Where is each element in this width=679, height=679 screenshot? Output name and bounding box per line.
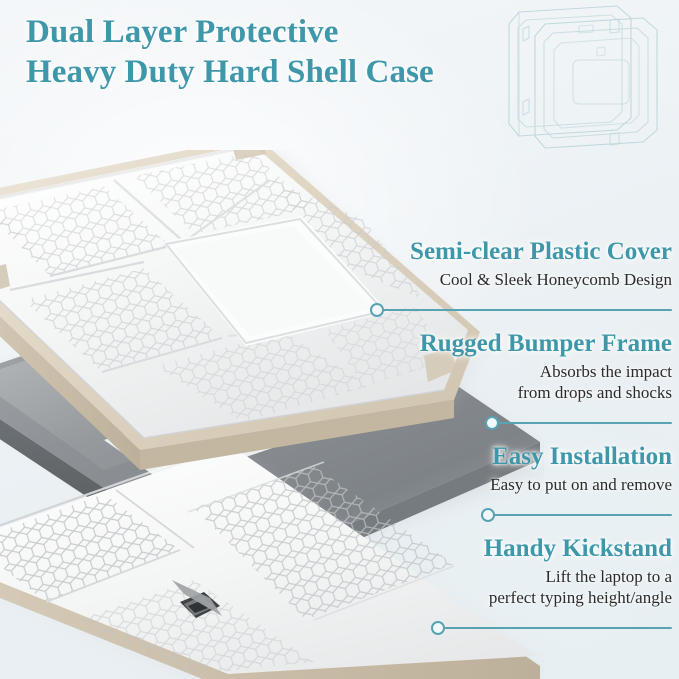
bottom-shell-layer [0,390,544,679]
divider-rule [379,309,672,311]
divider-rule [490,514,672,516]
feature-callout-list: Semi-clear Plastic Cover Cool & Sleek Ho… [362,236,672,646]
feature-easy-installation: Easy Installation Easy to put on and rem… [362,441,672,495]
feature-title: Rugged Bumper Frame [419,330,672,357]
feature-subtitle-line: Lift the laptop to a [545,567,672,586]
feature-rugged-bumper-frame: Rugged Bumper Frame Absorbs the impact f… [362,328,672,403]
feature-subtitle: Absorbs the impact from drops and shocks [362,361,672,403]
feature-subtitle-line: from drops and shocks [517,383,672,402]
feature-semi-clear-plastic-cover: Semi-clear Plastic Cover Cool & Sleek Ho… [362,236,672,290]
feature-subtitle: Lift the laptop to a perfect typing heig… [362,566,672,608]
feature-subtitle: Easy to put on and remove [362,474,672,495]
feature-divider-3 [362,506,672,524]
kickstand-arm [172,580,222,616]
top-shell-layer [0,150,484,470]
feature-divider-2 [362,414,672,432]
divider-dot-icon [431,621,445,635]
feature-handy-kickstand: Handy Kickstand Lift the laptop to a per… [362,533,672,608]
feature-title: Handy Kickstand [483,535,672,562]
page-title: Dual Layer Protective Heavy Duty Hard Sh… [26,12,546,92]
feature-title: Easy Installation [492,443,672,470]
divider-rule [440,627,672,629]
feature-divider-4 [362,619,672,637]
feature-subtitle-line: Absorbs the impact [539,362,672,381]
product-photo-stack [0,150,544,679]
divider-rule [494,422,672,424]
feature-subtitle-line: Cool & Sleek Honeycomb Design [439,270,672,289]
feature-subtitle: Cool & Sleek Honeycomb Design [362,269,672,290]
title-line-2: Heavy Duty Hard Shell Case [26,54,434,90]
feature-subtitle-line: Easy to put on and remove [490,475,672,494]
feature-divider-1 [362,301,672,319]
divider-dot-icon [485,416,499,430]
feature-title: Semi-clear Plastic Cover [410,238,672,265]
divider-dot-icon [481,508,495,522]
divider-dot-icon [370,303,384,317]
feature-subtitle-line: perfect typing height/angle [488,588,672,607]
title-line-1: Dual Layer Protective [26,14,339,50]
